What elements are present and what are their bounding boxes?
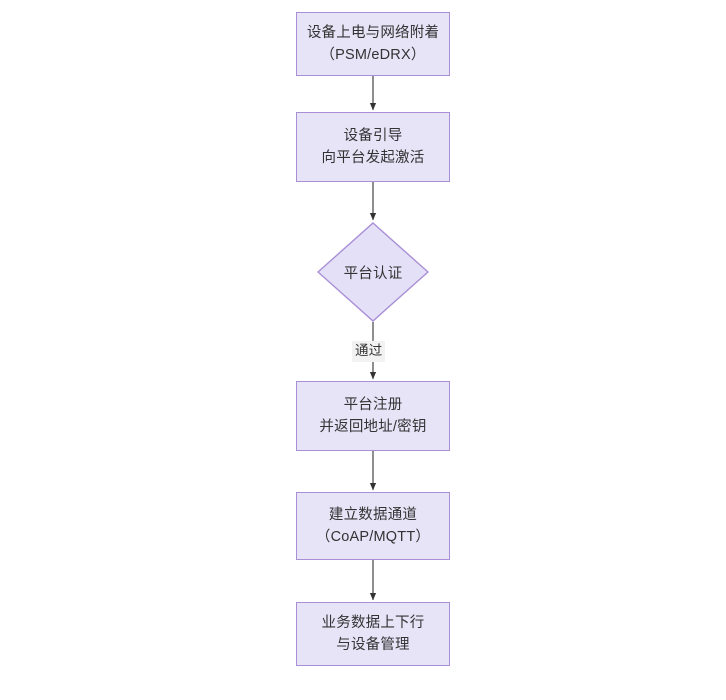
node-business-data-and-device-management[interactable]: 业务数据上下行 与设备管理 — [296, 602, 450, 666]
edge-label-pass: 通过 — [352, 341, 386, 362]
node-label-line: 设备引导 — [343, 127, 403, 144]
node-label-line: 建立数据通道 — [328, 506, 418, 523]
node-label-line: 平台认证 — [343, 265, 403, 282]
node-label-line: 业务数据上下行 — [321, 614, 425, 631]
node-device-bootstrap[interactable]: 设备引导 向平台发起激活 — [296, 112, 450, 182]
node-label-line: 向平台发起激活 — [321, 150, 425, 166]
node-label-line: 与设备管理 — [336, 637, 410, 653]
node-device-power-on[interactable]: 设备上电与网络附着 （PSM/eDRX） — [296, 12, 450, 76]
node-label-line: 并返回地址/密钥 — [319, 419, 427, 435]
node-label-line: （CoAP/MQTT） — [315, 529, 431, 545]
diamond-shape — [317, 222, 429, 322]
node-platform-registration[interactable]: 平台注册 并返回地址/密钥 — [296, 381, 450, 451]
node-platform-authentication[interactable]: 平台认证 — [317, 222, 429, 322]
node-label-line: 平台注册 — [343, 396, 403, 413]
node-establish-data-channel[interactable]: 建立数据通道 （CoAP/MQTT） — [296, 492, 450, 560]
node-label-line: 设备上电与网络附着 — [306, 24, 440, 41]
node-label-line: （PSM/eDRX） — [320, 47, 426, 63]
